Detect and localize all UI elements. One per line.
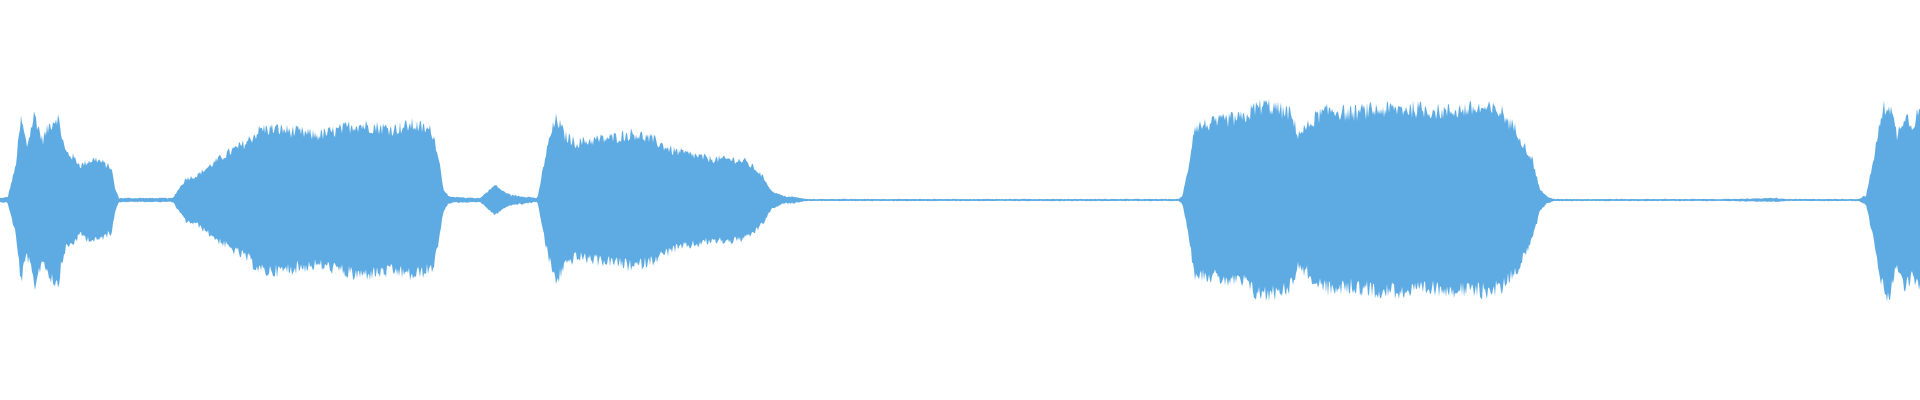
waveform-signal xyxy=(0,98,1920,302)
